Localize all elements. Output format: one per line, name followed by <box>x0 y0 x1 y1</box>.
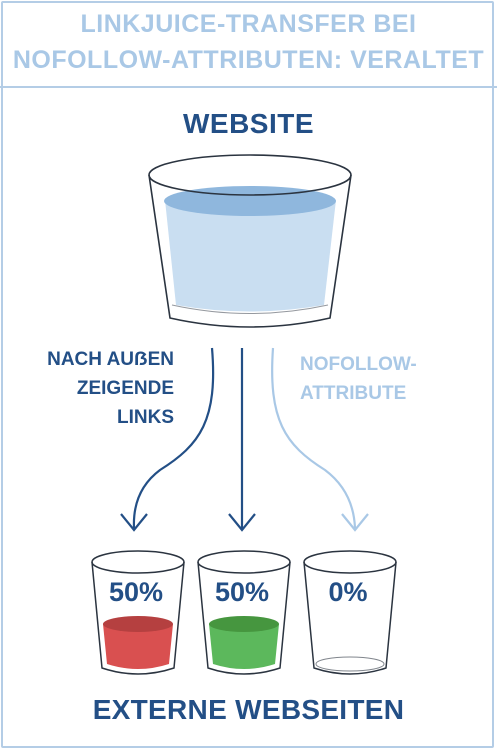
target-glass-2 <box>197 550 291 675</box>
target-glass-2-percent: 50% <box>214 577 270 607</box>
outbound-links-label-line-2: ZEIGENDE <box>76 378 174 399</box>
outbound-links-label-line-1: NACH AUẞEN <box>47 349 174 370</box>
external-websites-label: EXTERNE WEBSEITEN <box>92 694 405 725</box>
header-title-line-2: NOFOLLOW-ATTRIBUTEN: VERALTET <box>12 46 485 74</box>
website-label: WEBSITE <box>182 108 315 139</box>
nofollow-label: NOFOLLOW- ATTRIBUTE <box>300 350 460 408</box>
header: LINKJUICE-TRANSFER BEI NOFOLLOW-ATTRIBUT… <box>0 0 497 88</box>
arrow-center <box>228 348 256 532</box>
source-glass <box>148 154 352 328</box>
header-title-line-1: LINKJUICE-TRANSFER BEI <box>80 10 417 38</box>
target-glass-2-fill <box>209 624 279 669</box>
target-glass-3 <box>303 550 397 675</box>
arrow-right <box>271 347 369 532</box>
nofollow-label-line-2: ATTRIBUTE <box>300 383 407 404</box>
outbound-links-label: NACH AUẞEN ZEIGENDE LINKS <box>14 345 174 432</box>
arrow-left <box>120 347 215 532</box>
target-glass-1-fill <box>103 624 173 669</box>
source-water <box>165 200 336 312</box>
target-glass-1-percent: 50% <box>108 577 164 607</box>
outbound-links-label-line-3: LINKS <box>117 407 174 428</box>
nofollow-label-line-1: NOFOLLOW- <box>300 354 417 375</box>
target-glass-3-percent: 0% <box>328 577 368 607</box>
target-glass-1 <box>91 550 185 675</box>
